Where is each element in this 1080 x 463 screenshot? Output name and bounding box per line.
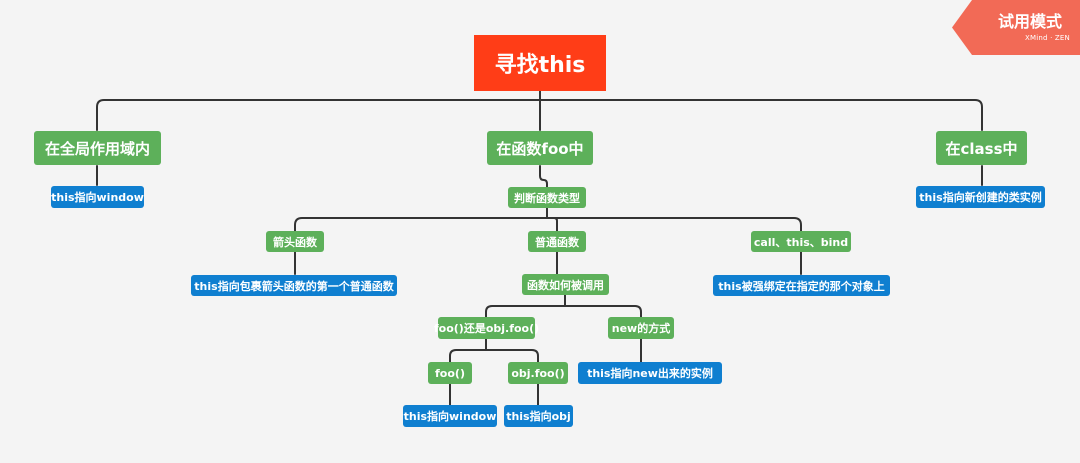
connector-root-class	[539, 99, 983, 131]
trial-mode-badge[interactable]: 试用模式 XMind · ZEN	[944, 0, 1080, 55]
node-arrow-function[interactable]: 箭头函数	[266, 231, 324, 252]
node-judge-function-type[interactable]: 判断函数类型	[508, 187, 586, 208]
branch-in-class[interactable]: 在class中	[936, 131, 1027, 165]
connector-how-plain	[485, 294, 566, 318]
result-foo-window[interactable]: this指向window	[403, 405, 497, 427]
connector-judge-arrow	[294, 207, 548, 232]
node-foo-or-obj-foo[interactable]: foo()还是obj.foo()	[434, 317, 539, 339]
badge-shape	[952, 0, 1080, 55]
branch-global-scope[interactable]: 在全局作用域内	[34, 131, 161, 165]
connector-judge-normal	[546, 217, 558, 232]
node-foo-call[interactable]: foo()	[428, 362, 472, 384]
result-obj[interactable]: this指向obj	[504, 405, 573, 427]
result-class-instance[interactable]: this指向新创建的类实例	[916, 186, 1045, 208]
root-node[interactable]: 寻找this	[474, 35, 606, 91]
connector-judge-callbind	[546, 217, 802, 232]
result-new-instance[interactable]: this指向new出来的实例	[578, 362, 722, 384]
node-how-called[interactable]: 函数如何被调用	[522, 274, 609, 295]
connector-root-global	[96, 90, 541, 131]
connector-plain-foo	[449, 338, 487, 363]
connector-func-judge	[539, 165, 548, 188]
badge-subtitle: XMind · ZEN	[1025, 34, 1070, 42]
branch-in-function-foo[interactable]: 在函数foo中	[487, 131, 593, 165]
node-obj-foo-call[interactable]: obj.foo()	[508, 362, 568, 384]
result-arrow-first-normal[interactable]: this指向包裹箭头函数的第一个普通函数	[191, 275, 397, 296]
node-new-call[interactable]: new的方式	[608, 317, 674, 339]
connector-plain-objfoo	[485, 349, 539, 363]
node-normal-function[interactable]: 普通函数	[528, 231, 586, 252]
node-call-this-bind[interactable]: call、this、bind	[751, 231, 851, 252]
connector-how-new	[564, 305, 642, 318]
result-callbind-bound-object[interactable]: this被强绑定在指定的那个对象上	[713, 275, 890, 296]
result-global-window[interactable]: this指向window	[51, 186, 144, 208]
badge-title: 试用模式	[997, 12, 1062, 31]
